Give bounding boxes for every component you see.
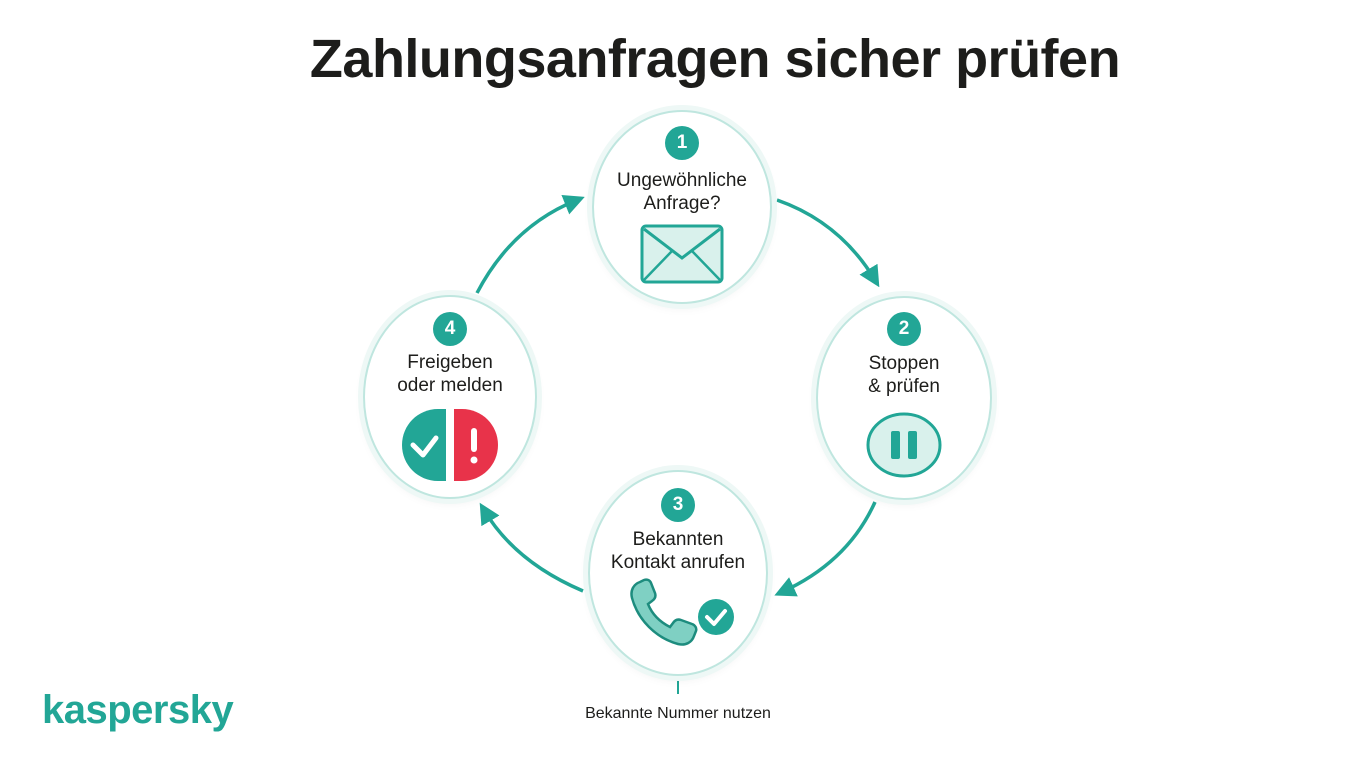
phone-check-icon (626, 578, 738, 655)
step-2-badge: 2 (887, 312, 921, 346)
arrow-1-to-2 (776, 198, 880, 288)
step-3-label-line1: Bekannten (632, 529, 724, 550)
step-4-label: Freigeben oder melden (365, 351, 535, 397)
step-2-node: 2 Stoppen & prüfen (816, 296, 992, 500)
arrow-4-to-1 (475, 194, 585, 294)
step-2-label-line1: Stoppen (868, 353, 940, 374)
envelope-icon (640, 224, 724, 289)
step-1-label: Ungewöhnliche Anfrage? (594, 169, 770, 215)
step-1-label-line2: Anfrage? (643, 193, 721, 214)
step-3-label-line2: Kontakt anrufen (610, 552, 746, 573)
pause-icon (865, 412, 943, 483)
arrow-2-to-3 (774, 501, 877, 597)
step-2-label-line2: & prüfen (868, 376, 940, 397)
page-title: Zahlungsanfragen sicher prüfen (0, 28, 1365, 90)
step-4-badge: 4 (433, 312, 467, 346)
step-1-label-line1: Ungewöhnliche (617, 170, 747, 191)
step-4-label-line1: Freigeben (407, 352, 493, 373)
step-3-label: Bekannten Kontakt anrufen (590, 528, 766, 574)
step-1-node: 1 Ungewöhnliche Anfrage? (592, 110, 772, 304)
step-4-node: 4 Freigeben oder melden (363, 295, 537, 499)
step-3-badge: 3 (661, 488, 695, 522)
step-4-label-line2: oder melden (397, 375, 503, 396)
kaspersky-logo: kaspersky (42, 688, 234, 732)
step-2-label: Stoppen & prüfen (818, 352, 990, 398)
step-1-badge: 1 (665, 126, 699, 160)
caption: Bekannte Nummer nutzen (585, 705, 771, 722)
approve-report-icon (400, 407, 500, 488)
step-3-node: 3 Bekannten Kontakt anrufen (588, 470, 768, 676)
page-title-text: Zahlungsanfragen sicher prüfen (309, 29, 1121, 89)
arrow-3-to-4 (479, 502, 584, 593)
